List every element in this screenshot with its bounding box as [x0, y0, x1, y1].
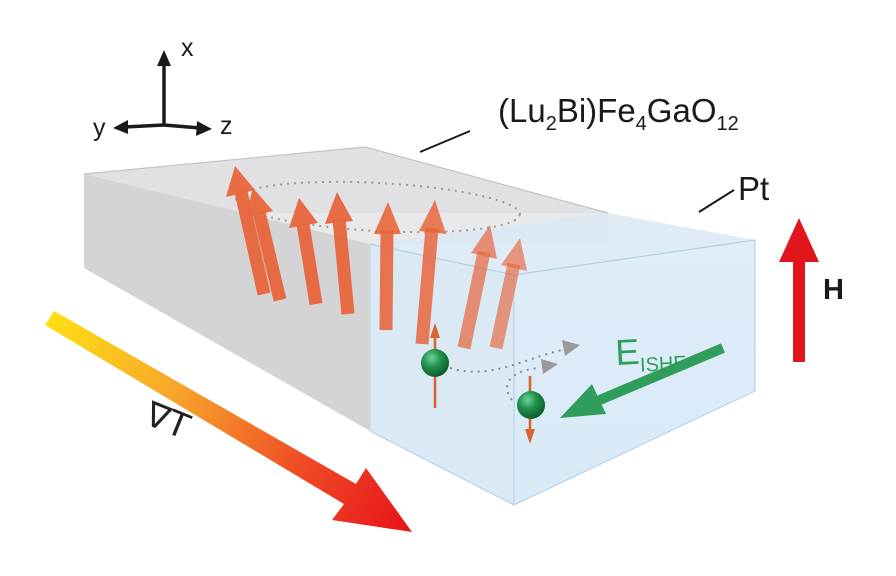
electron-2 — [517, 376, 545, 444]
electron-path-arrowhead-2 — [541, 359, 558, 374]
yig-block — [83, 146, 609, 431]
eishe-label: EISHE — [614, 328, 687, 378]
coordinate-axes-icon: x y z — [93, 34, 233, 142]
electron-1 — [421, 323, 449, 408]
pt-bottom-edge — [369, 430, 515, 506]
material-label: (Lu2Bi)Fe4GaO12 — [498, 92, 739, 135]
material-leader-line — [419, 130, 471, 153]
electron-path-2 — [506, 367, 541, 401]
spin-arrow-icon — [325, 192, 355, 315]
z-axis-label: z — [220, 112, 233, 140]
spin-arrowhead — [525, 429, 535, 444]
x-axis-label: x — [181, 34, 194, 62]
y-axis-label: y — [93, 114, 106, 142]
field-label: H — [823, 274, 844, 306]
magnetic-field-arrow — [779, 218, 819, 362]
spin-arrow-icon — [489, 238, 527, 350]
z-axis-arrowhead — [196, 121, 212, 136]
electron-sphere-icon — [517, 391, 545, 419]
pt-label: Pt — [738, 170, 769, 207]
electron-path-1 — [449, 349, 563, 373]
pt-front-edge — [513, 240, 756, 506]
y-axis-line — [123, 123, 165, 129]
z-axis-line — [163, 123, 201, 130]
yig-top-shade — [84, 147, 608, 244]
spin-arrow-icon — [289, 198, 323, 306]
x-axis-arrowhead — [157, 50, 171, 66]
pt-block — [369, 213, 756, 506]
electron-path-arrowhead-1 — [562, 340, 580, 356]
spin-arrow-icon — [457, 225, 497, 350]
magnon-arrows — [226, 166, 527, 350]
spin-arrow-icon — [415, 200, 446, 345]
spin-arrowhead — [430, 323, 440, 338]
spin-arrow-icon — [374, 202, 401, 331]
pt-front-face — [514, 240, 755, 505]
electron-sphere-icon — [421, 349, 449, 377]
eishe-arrow — [560, 343, 725, 418]
spin-arrow-icon — [245, 188, 287, 302]
yig-left-face — [84, 174, 370, 431]
y-axis-arrowhead — [113, 120, 128, 134]
pt-top-face — [370, 213, 755, 275]
pt-leader-line — [698, 189, 735, 213]
yig-top-edge — [83, 146, 609, 214]
temperature-gradient-arrow — [45, 311, 412, 532]
spin-arrow-icon — [226, 166, 271, 296]
